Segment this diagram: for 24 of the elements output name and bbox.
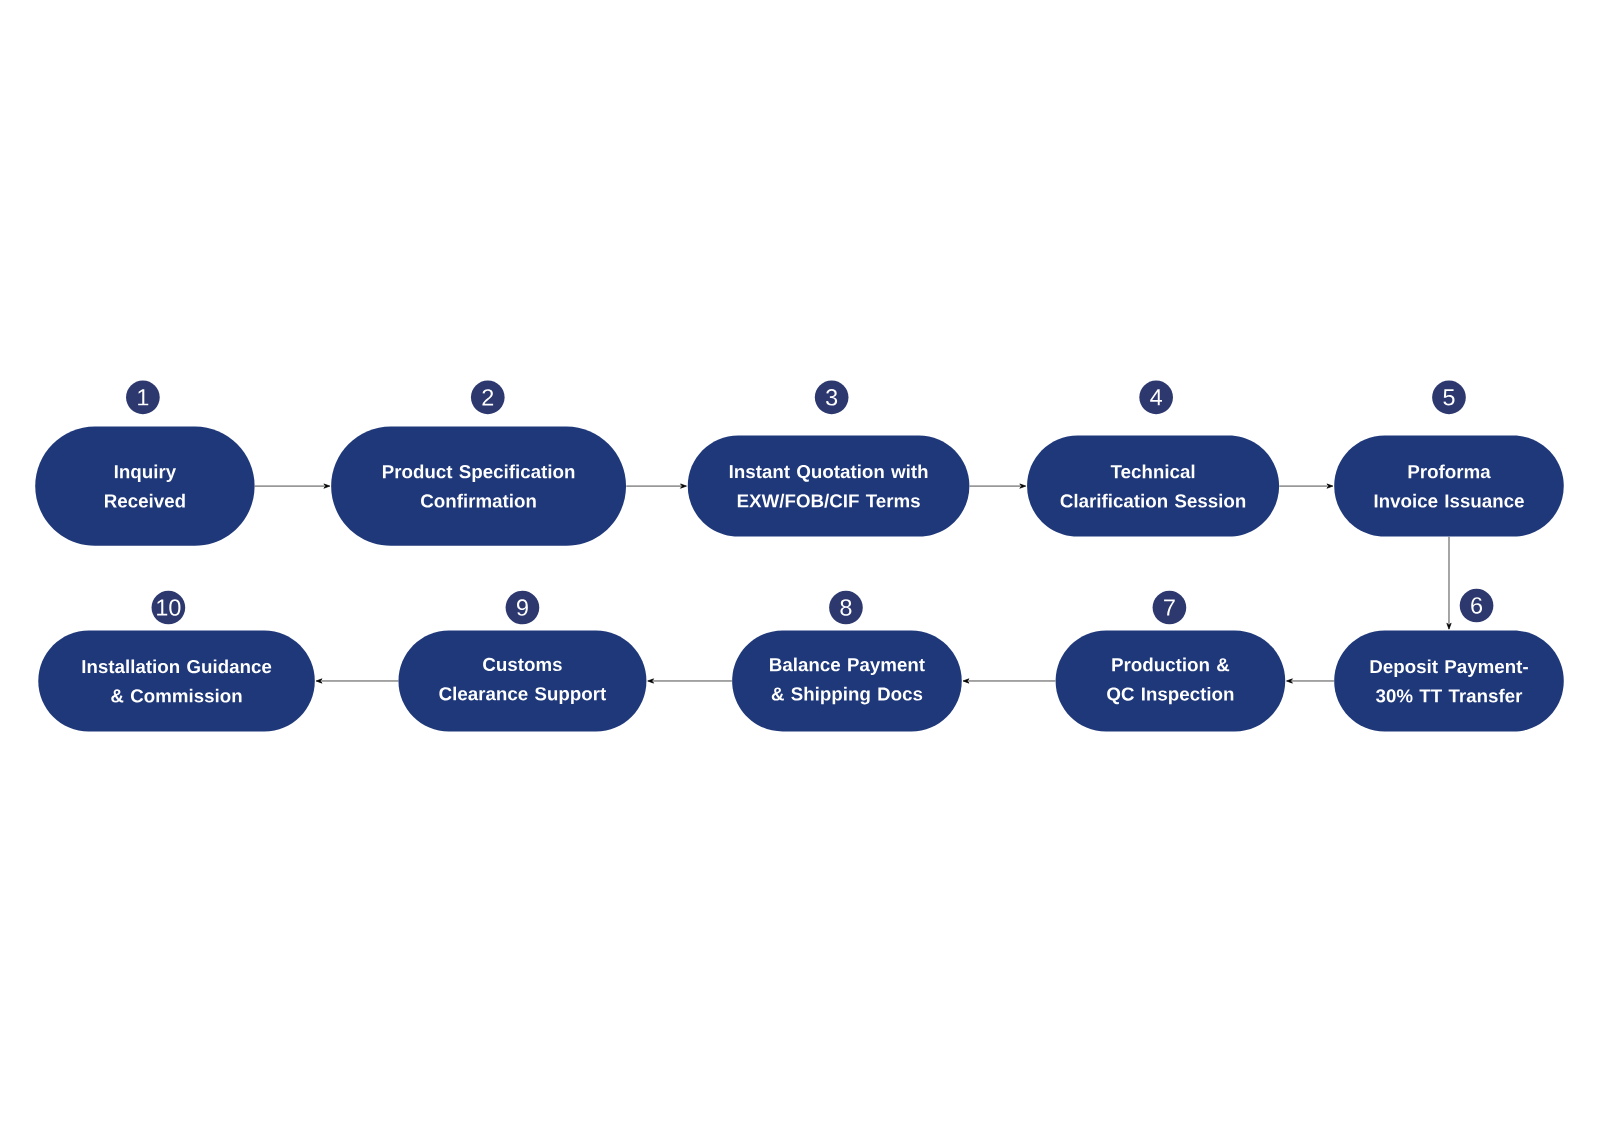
step-number-badge: 2 <box>470 380 505 415</box>
arrow <box>647 678 733 684</box>
step-number-badge: 10 <box>151 590 186 625</box>
step-number-badge: 7 <box>1152 590 1187 625</box>
arrow <box>1286 678 1335 684</box>
arrow <box>625 483 687 489</box>
process-pill: Instant Quotation with EXW/FOB/CIF Terms <box>687 435 970 537</box>
arrow <box>315 678 399 684</box>
step-number-badge: 8 <box>829 590 863 625</box>
process-pill: Inquiry Received <box>35 426 255 546</box>
process-pill: Customs Clearance Support <box>398 630 647 732</box>
process-pill: Installation Guidance & Commission <box>38 630 315 732</box>
step-number-badge: 1 <box>126 380 160 415</box>
arrow <box>254 483 331 489</box>
arrow <box>1446 536 1452 630</box>
arrow <box>969 483 1027 489</box>
step-number-badge: 4 <box>1139 380 1173 415</box>
process-pill: Product Specification Confirmation <box>331 426 627 546</box>
step-number-badge: 6 <box>1459 588 1494 623</box>
step-number-badge: 9 <box>505 590 540 625</box>
arrow <box>962 678 1056 684</box>
arrow <box>1279 483 1334 489</box>
step-number-badge: 3 <box>814 380 849 415</box>
step-number-badge: 5 <box>1432 380 1466 415</box>
